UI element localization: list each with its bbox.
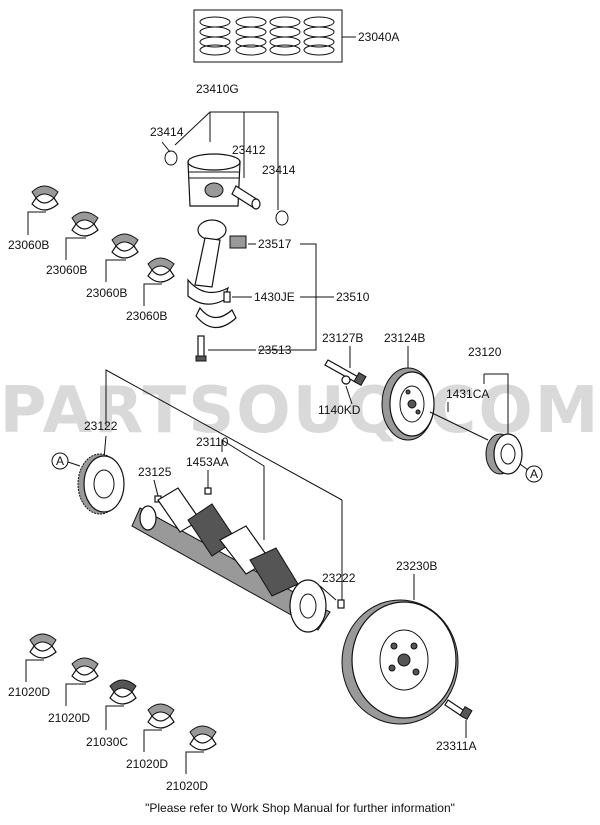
label-23120[interactable]: 23120 [468,345,502,359]
snap-ring-left[interactable] [164,150,178,166]
conrod-bolt[interactable] [195,335,207,362]
label-23412[interactable]: 23412 [232,143,266,157]
label-23513[interactable]: 23513 [258,343,292,357]
plug[interactable] [204,487,212,495]
label-23414-left[interactable]: 23414 [150,125,184,139]
washer[interactable] [341,375,351,385]
pulley-bolt[interactable] [324,359,367,387]
label-23510[interactable]: 23510 [336,290,370,304]
label-23410G[interactable]: 23410G [196,82,239,96]
callout-a-right [525,465,543,483]
bearing-lower-2[interactable] [71,657,99,683]
bearing-lower-4[interactable] [147,703,175,729]
bearing-lower-5[interactable] [189,725,217,751]
label-21030C[interactable]: 21030C [86,735,128,749]
piston[interactable] [187,153,241,207]
main-bearing-3[interactable] [111,233,139,259]
conrod-bearing[interactable] [229,235,247,249]
label-1453AA[interactable]: 1453AA [186,455,229,469]
label-23060B-3[interactable]: 23060B [86,286,127,300]
damper-pulley[interactable] [381,367,435,441]
label-23060B-2[interactable]: 23060B [46,263,87,277]
main-bearing-1[interactable] [31,185,59,211]
label-23060B-1[interactable]: 23060B [8,238,49,252]
crankshaft-gear[interactable] [77,453,125,515]
piston-pin[interactable] [231,185,261,210]
label-1431CA[interactable]: 1431CA [446,387,489,401]
label-23124B[interactable]: 23124B [384,331,425,345]
label-21020D-2[interactable]: 21020D [48,711,90,725]
dowel-pin[interactable] [223,291,231,303]
pilot-bushing[interactable] [337,599,345,609]
label-23060B-4[interactable]: 23060B [126,309,167,323]
crankshaft[interactable] [131,487,331,633]
label-23040A[interactable]: 23040A [358,30,399,44]
main-bearing-2[interactable] [71,211,99,237]
connecting-rod[interactable] [187,219,230,305]
label-23230B[interactable]: 23230B [396,559,437,573]
flywheel-bolt[interactable] [444,699,473,721]
piston-ring-set[interactable] [193,9,343,63]
conrod-cap[interactable] [195,306,237,329]
label-1140KD[interactable]: 1140KD [318,403,361,417]
snap-ring-right[interactable] [275,210,289,226]
label-23110[interactable]: 23110 [196,435,229,449]
callout-a-left-letter: A [56,454,64,468]
label-21020D-4[interactable]: 21020D [126,757,168,771]
main-bearing-4[interactable] [147,257,175,283]
label-23414-right[interactable]: 23414 [262,163,296,177]
callout-a-left [51,452,69,470]
label-23125[interactable]: 23125 [138,465,172,479]
label-23122[interactable]: 23122 [84,419,118,433]
label-21020D-5[interactable]: 21020D [166,779,208,793]
bearing-lower-3[interactable] [109,679,137,705]
label-23311A[interactable]: 23311A [436,739,476,753]
footer-note: "Please refer to Work Shop Manual for fu… [145,801,455,815]
bearing-lower-1[interactable] [29,633,57,659]
label-23127B[interactable]: 23127B [322,331,363,345]
label-1430JE[interactable]: 1430JE [254,290,295,304]
callout-a-right-letter: A [530,467,538,481]
flywheel[interactable] [341,599,459,725]
label-23517[interactable]: 23517 [258,237,292,251]
timing-sprocket[interactable] [485,433,523,475]
label-23222[interactable]: 23222 [322,571,356,585]
label-21020D-1[interactable]: 21020D [8,685,50,699]
